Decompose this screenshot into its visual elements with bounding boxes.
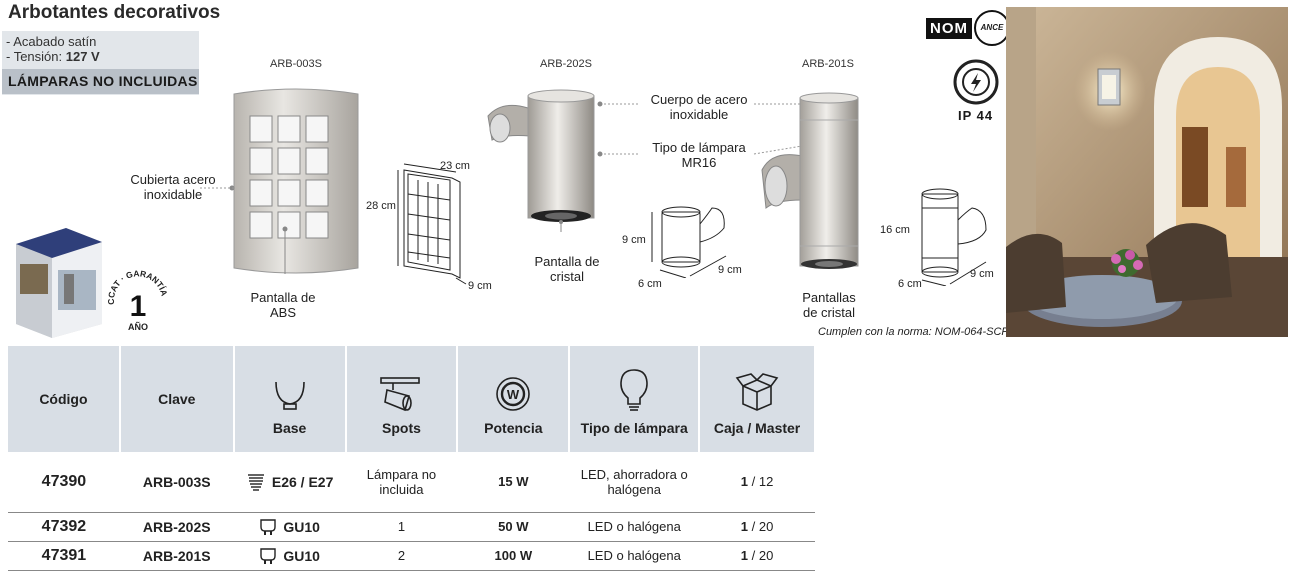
cell-base: GU10 [233,541,346,571]
product-box-image [16,228,102,338]
cell-codigo: 47390 [8,452,120,513]
header-potencia-label: Potencia [484,420,543,436]
dim-arb201s-height: 16 cm [880,224,910,236]
spec-voltage-value: 127 V [65,49,100,64]
arb201s-product-image [761,92,859,269]
norm-compliance-text: Cumplen con la norma: NOM-064-SCFI [818,326,1012,338]
cell-spots: 1 [345,512,458,542]
gu10-base-icon [260,518,277,535]
cell-base-label: GU10 [283,518,320,535]
watt-icon: W [496,377,531,411]
dim-arb201s-width: 6 cm [898,278,922,290]
spec-finish: - Acabado satín [6,34,97,49]
arb003s-product-image [229,88,359,274]
cell-master: 12 [758,474,774,490]
header-base-label: Base [272,420,307,436]
cell-potencia: 15 W [457,452,570,513]
arb202s-dimension-diagram [651,206,727,278]
cell-codigo: 47392 [8,512,120,542]
header-caja-master: Caja / Master [699,346,816,452]
header-spots-label: Spots [382,420,421,436]
ip-rating: IP 44 [958,108,994,123]
dim-arb201s-depth: 9 cm [970,268,994,280]
header-codigo: Código [8,346,121,452]
callout-pantalla-abs: Pantalla de ABS [250,290,316,320]
callout-cubierta: Cubierta acero inoxidable [130,172,216,202]
cell-clave: ARB-201S [119,541,234,571]
cell-codigo: 47391 [8,541,120,571]
warranty-years: 1 [130,290,147,323]
header-caja-master-label: Caja / Master [713,420,801,436]
cell-caja: 1 [740,474,749,490]
box-icon [735,373,779,411]
model-label-arb202s: ARB-202S [540,58,592,70]
dim-arb003s-depth: 9 cm [468,280,492,292]
callout-tipo-lampara: Tipo de lámpara MR16 [652,140,746,170]
callout-pantallas-cristal: Pantallas de cristal [802,290,856,320]
cell-base: E26 / E27 [233,452,346,513]
model-label-arb201s: ARB-201S [802,58,854,70]
lamps-not-included-banner: LÁMPARAS NO INCLUIDAS [2,69,199,94]
arb202s-product-image [487,89,595,232]
spec-voltage-label: - Tensión: [6,49,66,64]
e26-base-icon [247,474,264,491]
cell-master: 20 [758,548,774,563]
nom-ance-logo: NOM ANCE [926,10,1010,46]
spot-icon [380,377,421,412]
bulb-icon [620,369,649,411]
spec-voltage: - Tensión: 127 V [6,49,100,64]
table-row: 47392 ARB-202S GU10 1 50 W LED o halógen… [8,512,815,542]
cell-caja-master: 1 / 20 [699,512,815,542]
dim-arb202s-width: 6 cm [638,278,662,290]
header-potencia: W Potencia [457,346,571,452]
arb201s-dimension-diagram [921,188,987,286]
cell-potencia: 100 W [457,541,570,571]
gu10-base-icon [260,547,277,564]
bolt-icon [953,59,999,105]
product-spec-table: Código Clave Base Spots W Potencia Tipo … [8,346,816,571]
table-row: 47391 ARB-201S GU10 2 100 W LED o halóge… [8,541,815,571]
cell-potencia: 50 W [457,512,570,542]
header-tipo-lampara: Tipo de lámpara [569,346,701,452]
ambient-photo [1006,7,1288,337]
cell-base-label: E26 / E27 [271,473,334,490]
cell-tipo-lampara: LED o halógena [569,512,700,542]
cell-tipo-lampara: LED o halógena [569,541,700,571]
cell-tipo-lampara: LED, ahorradora o halógena [569,452,700,513]
svg-text:W: W [507,387,520,402]
cell-clave: ARB-003S [119,452,234,513]
table-header-row: Código Clave Base Spots W Potencia Tipo … [8,346,816,452]
cell-spots: 2 [345,541,458,571]
header-spots: Spots [345,346,459,452]
callout-cuerpo: Cuerpo de acero inoxidable [650,92,748,122]
model-label-arb003s: ARB-003S [270,58,322,70]
cell-master: 20 [758,519,774,534]
dim-arb202s-depth: 9 cm [718,264,742,276]
cell-base: GU10 [233,512,346,542]
callout-line-cubierta [200,187,234,189]
cell-clave: ARB-202S [119,512,234,542]
dim-arb003s-width: 23 cm [440,160,470,172]
cell-base-label: GU10 [283,547,320,564]
ance-logo: ANCE [974,10,1010,46]
base-icon [274,381,305,410]
cell-caja-master: 1 / 20 [699,541,815,571]
cell-caja: 1 [740,519,749,534]
header-clave: Clave [119,346,235,452]
warranty-brand: CCAT [108,278,123,305]
dim-arb202s-height: 9 cm [622,234,646,246]
warranty-unit: AÑO [128,322,148,332]
table-row: 47390 ARB-003S E26 / E27 Lámpara no incl… [8,452,815,513]
nom-logo: NOM [926,17,972,39]
callout-pantalla-cristal: Pantalla de cristal [534,254,600,284]
arb003s-dimension-diagram [397,163,467,285]
cell-caja: 1 [740,548,749,563]
header-base: Base [233,346,347,452]
cell-spots: Lámpara no incluida [345,452,458,513]
dim-arb003s-height: 28 cm [366,200,396,212]
header-tipo-lampara-label: Tipo de lámpara [580,420,688,436]
warranty-seal: CCAT · GARANTÍA 1 AÑO [108,268,168,332]
cell-caja-master: 1 / 12 [699,452,815,513]
page-title: Arbotantes decorativos [8,2,221,23]
